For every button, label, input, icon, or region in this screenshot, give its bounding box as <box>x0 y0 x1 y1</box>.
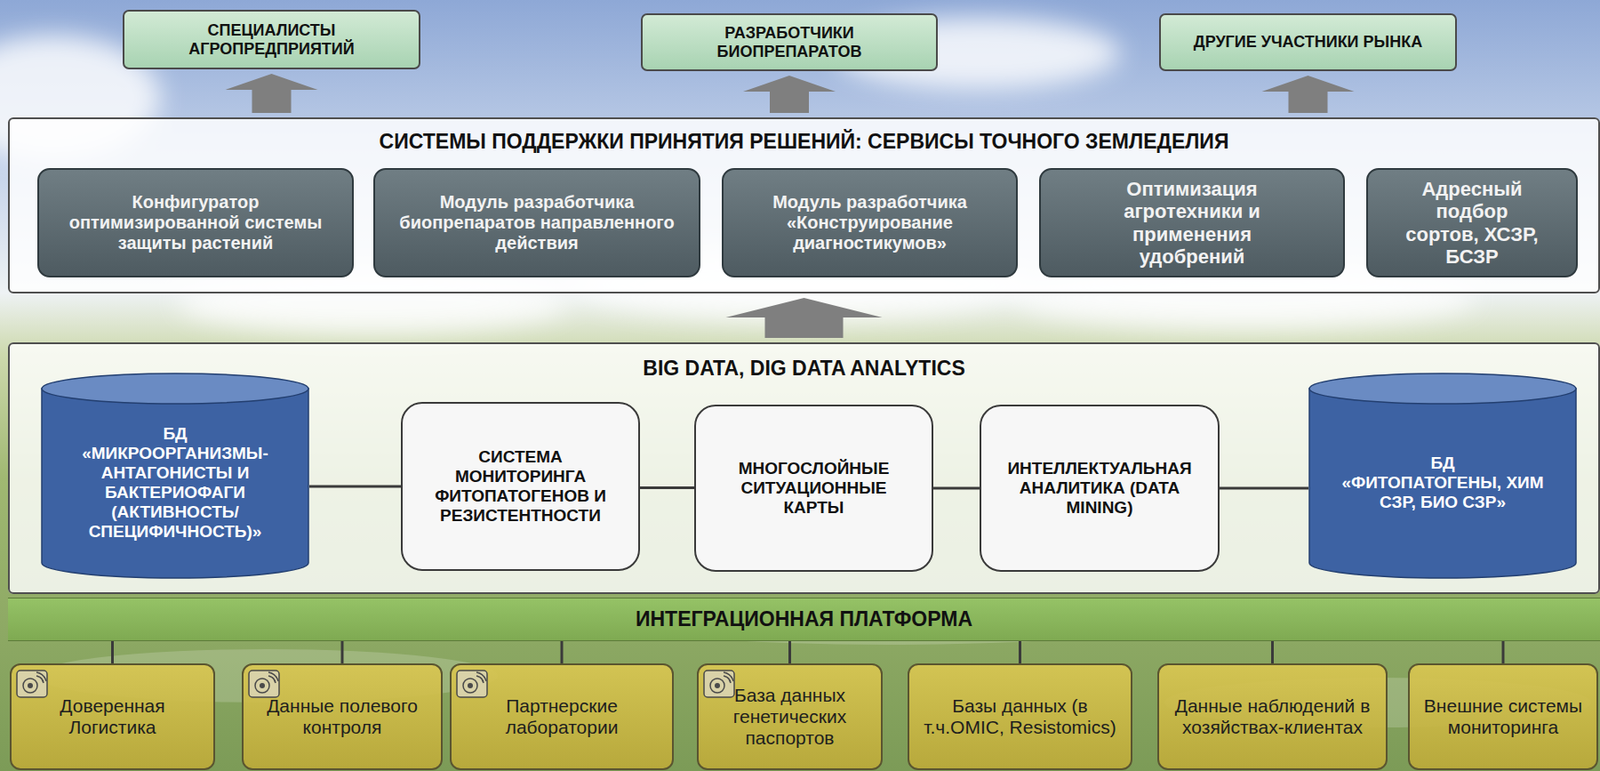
node-text: ИНТЕГРАЦИОННАЯ ПЛАТФОРМА <box>16 607 1592 631</box>
node-text: Доверенная Логистика <box>20 695 205 738</box>
block-arrow <box>726 297 883 338</box>
block-arrow <box>1262 75 1355 113</box>
node-text: ДРУГИЕ УЧАСТНИКИ РЫНКА <box>1173 32 1443 52</box>
connector-line <box>933 487 980 490</box>
connector-line <box>788 640 792 664</box>
node-text: «МИКРООРГАНИЗМЫ-АНТАГОНИСТЫ И БАКТЕРИОФА… <box>62 443 288 541</box>
cylinder-top <box>1309 373 1576 404</box>
node-text: Конфигуратор оптимизированной системы за… <box>51 192 340 254</box>
source-box: База данных генетических паспортов <box>696 663 883 770</box>
connector-line <box>341 640 344 664</box>
node-text: Базы данных (в т.ч.OMIC, Resistomics) <box>918 695 1122 738</box>
node-text: Модуль разработчика «Конструирование диа… <box>736 192 1004 254</box>
node-text: Адресный подбор сортов, ХСЗР, БСЗР <box>1400 177 1544 268</box>
analytics-box: ИНТЕЛЛЕКТУАЛЬНАЯ АНАЛИТИКА (DATA MINING) <box>979 404 1220 572</box>
connector-line <box>111 640 114 664</box>
connector-line <box>309 485 401 488</box>
node-text: Данные полевого контроля <box>252 695 432 738</box>
connector-line <box>560 640 564 664</box>
analytics-box: СИСТЕМА МОНИТОРИНГА ФИТОПАТОГЕНОВ И РЕЗИ… <box>400 401 640 571</box>
service-box: Оптимизация агротехники и применения удо… <box>1039 168 1345 278</box>
service-box: Конфигуратор оптимизированной системы за… <box>37 168 354 278</box>
connector-line <box>1502 640 1505 664</box>
node-text: Модуль разработчика биопрепаратов направ… <box>387 192 687 254</box>
node-text: БД <box>1329 453 1556 473</box>
source-box: Базы данных (в т.ч.OMIC, Resistomics) <box>907 663 1133 770</box>
audience-box: СПЕЦИАЛИСТЫ АГРОПРЕДПРИЯТИЙ <box>122 9 421 70</box>
node-text: BIG DATA, DIG DATA ANALYTICS <box>9 356 1599 380</box>
service-box: Адресный подбор сортов, ХСЗР, БСЗР <box>1366 168 1578 278</box>
node-text: РАЗРАБОТЧИКИ БИОПРЕПАРАТОВ <box>655 24 924 61</box>
source-icon <box>248 670 280 697</box>
panel-band: БД«МИКРООРГАНИЗМЫ-АНТАГОНИСТЫ И БАКТЕРИО… <box>8 342 1600 594</box>
service-box: Модуль разработчика «Конструирование диа… <box>721 168 1018 278</box>
database-cylinder: БД«МИКРООРГАНИЗМЫ-АНТАГОНИСТЫ И БАКТЕРИО… <box>40 372 310 579</box>
source-box: Доверенная Логистика <box>9 663 216 770</box>
audience-box: РАЗРАБОТЧИКИ БИОПРЕПАРАТОВ <box>640 13 938 72</box>
node-text: Партнерские лаборатории <box>460 695 664 738</box>
node-text: СИСТЕМА МОНИТОРИНГА ФИТОПАТОГЕНОВ И РЕЗИ… <box>416 447 624 525</box>
node-text: СПЕЦИАЛИСТЫ АГРОПРЕДПРИЯТИЙ <box>136 21 407 58</box>
band-fill <box>8 342 1600 594</box>
block-arrow <box>743 75 836 113</box>
node-text: Данные наблюдений в хозяйствах-клиентах <box>1168 695 1377 738</box>
connector-line <box>1018 640 1022 664</box>
node-text: БД <box>62 424 288 444</box>
platform-band: ИНТЕГРАЦИОННАЯ ПЛАТФОРМА <box>8 597 1600 641</box>
source-box: Данные наблюдений в хозяйствах-клиентах <box>1157 663 1388 770</box>
node-text: База данных генетических паспортов <box>707 684 872 749</box>
cylinder-body <box>41 388 309 578</box>
node-text: «ФИТОПАТОГЕНЫ, ХИМ СЗР, БИО СЗР» <box>1329 472 1556 512</box>
source-icon <box>704 670 735 697</box>
connector-line <box>1271 640 1274 664</box>
cylinder-body <box>1309 388 1576 578</box>
node-text: Оптимизация агротехники и применения удо… <box>1112 177 1272 268</box>
source-icon <box>16 670 48 697</box>
service-box: Модуль разработчика биопрепаратов направ… <box>373 168 701 278</box>
panel-band: Конфигуратор оптимизированной системы за… <box>8 117 1600 294</box>
cylinder-top <box>41 373 309 404</box>
source-box: Партнерские лаборатории <box>449 663 674 770</box>
source-icon <box>456 670 488 697</box>
database-cylinder: БД«ФИТОПАТОГЕНЫ, ХИМ СЗР, БИО СЗР» <box>1308 372 1577 579</box>
audience-box: ДРУГИЕ УЧАСТНИКИ РЫНКА <box>1159 13 1457 72</box>
source-box: Внешние системы мониторинга <box>1408 663 1599 770</box>
band-fill <box>8 117 1600 294</box>
block-arrow <box>225 73 319 113</box>
connector-line <box>1219 487 1309 490</box>
analytics-box: МНОГОСЛОЙНЫЕ СИТУАЦИОННЫЕ КАРТЫ <box>694 404 934 572</box>
node-text: ИНТЕЛЛЕКТУАЛЬНАЯ АНАЛИТИКА (DATA MINING) <box>995 458 1204 518</box>
node-text: СИСТЕМЫ ПОДДЕРЖКИ ПРИНЯТИЯ РЕШЕНИЙ: СЕРВ… <box>9 129 1599 153</box>
node-text: Внешние системы мониторинга <box>1418 695 1588 738</box>
node-text: МНОГОСЛОЙНЫЕ СИТУАЦИОННЫЕ КАРТЫ <box>710 458 918 518</box>
connector-line <box>640 486 695 489</box>
source-box: Данные полевого контроля <box>241 663 443 770</box>
